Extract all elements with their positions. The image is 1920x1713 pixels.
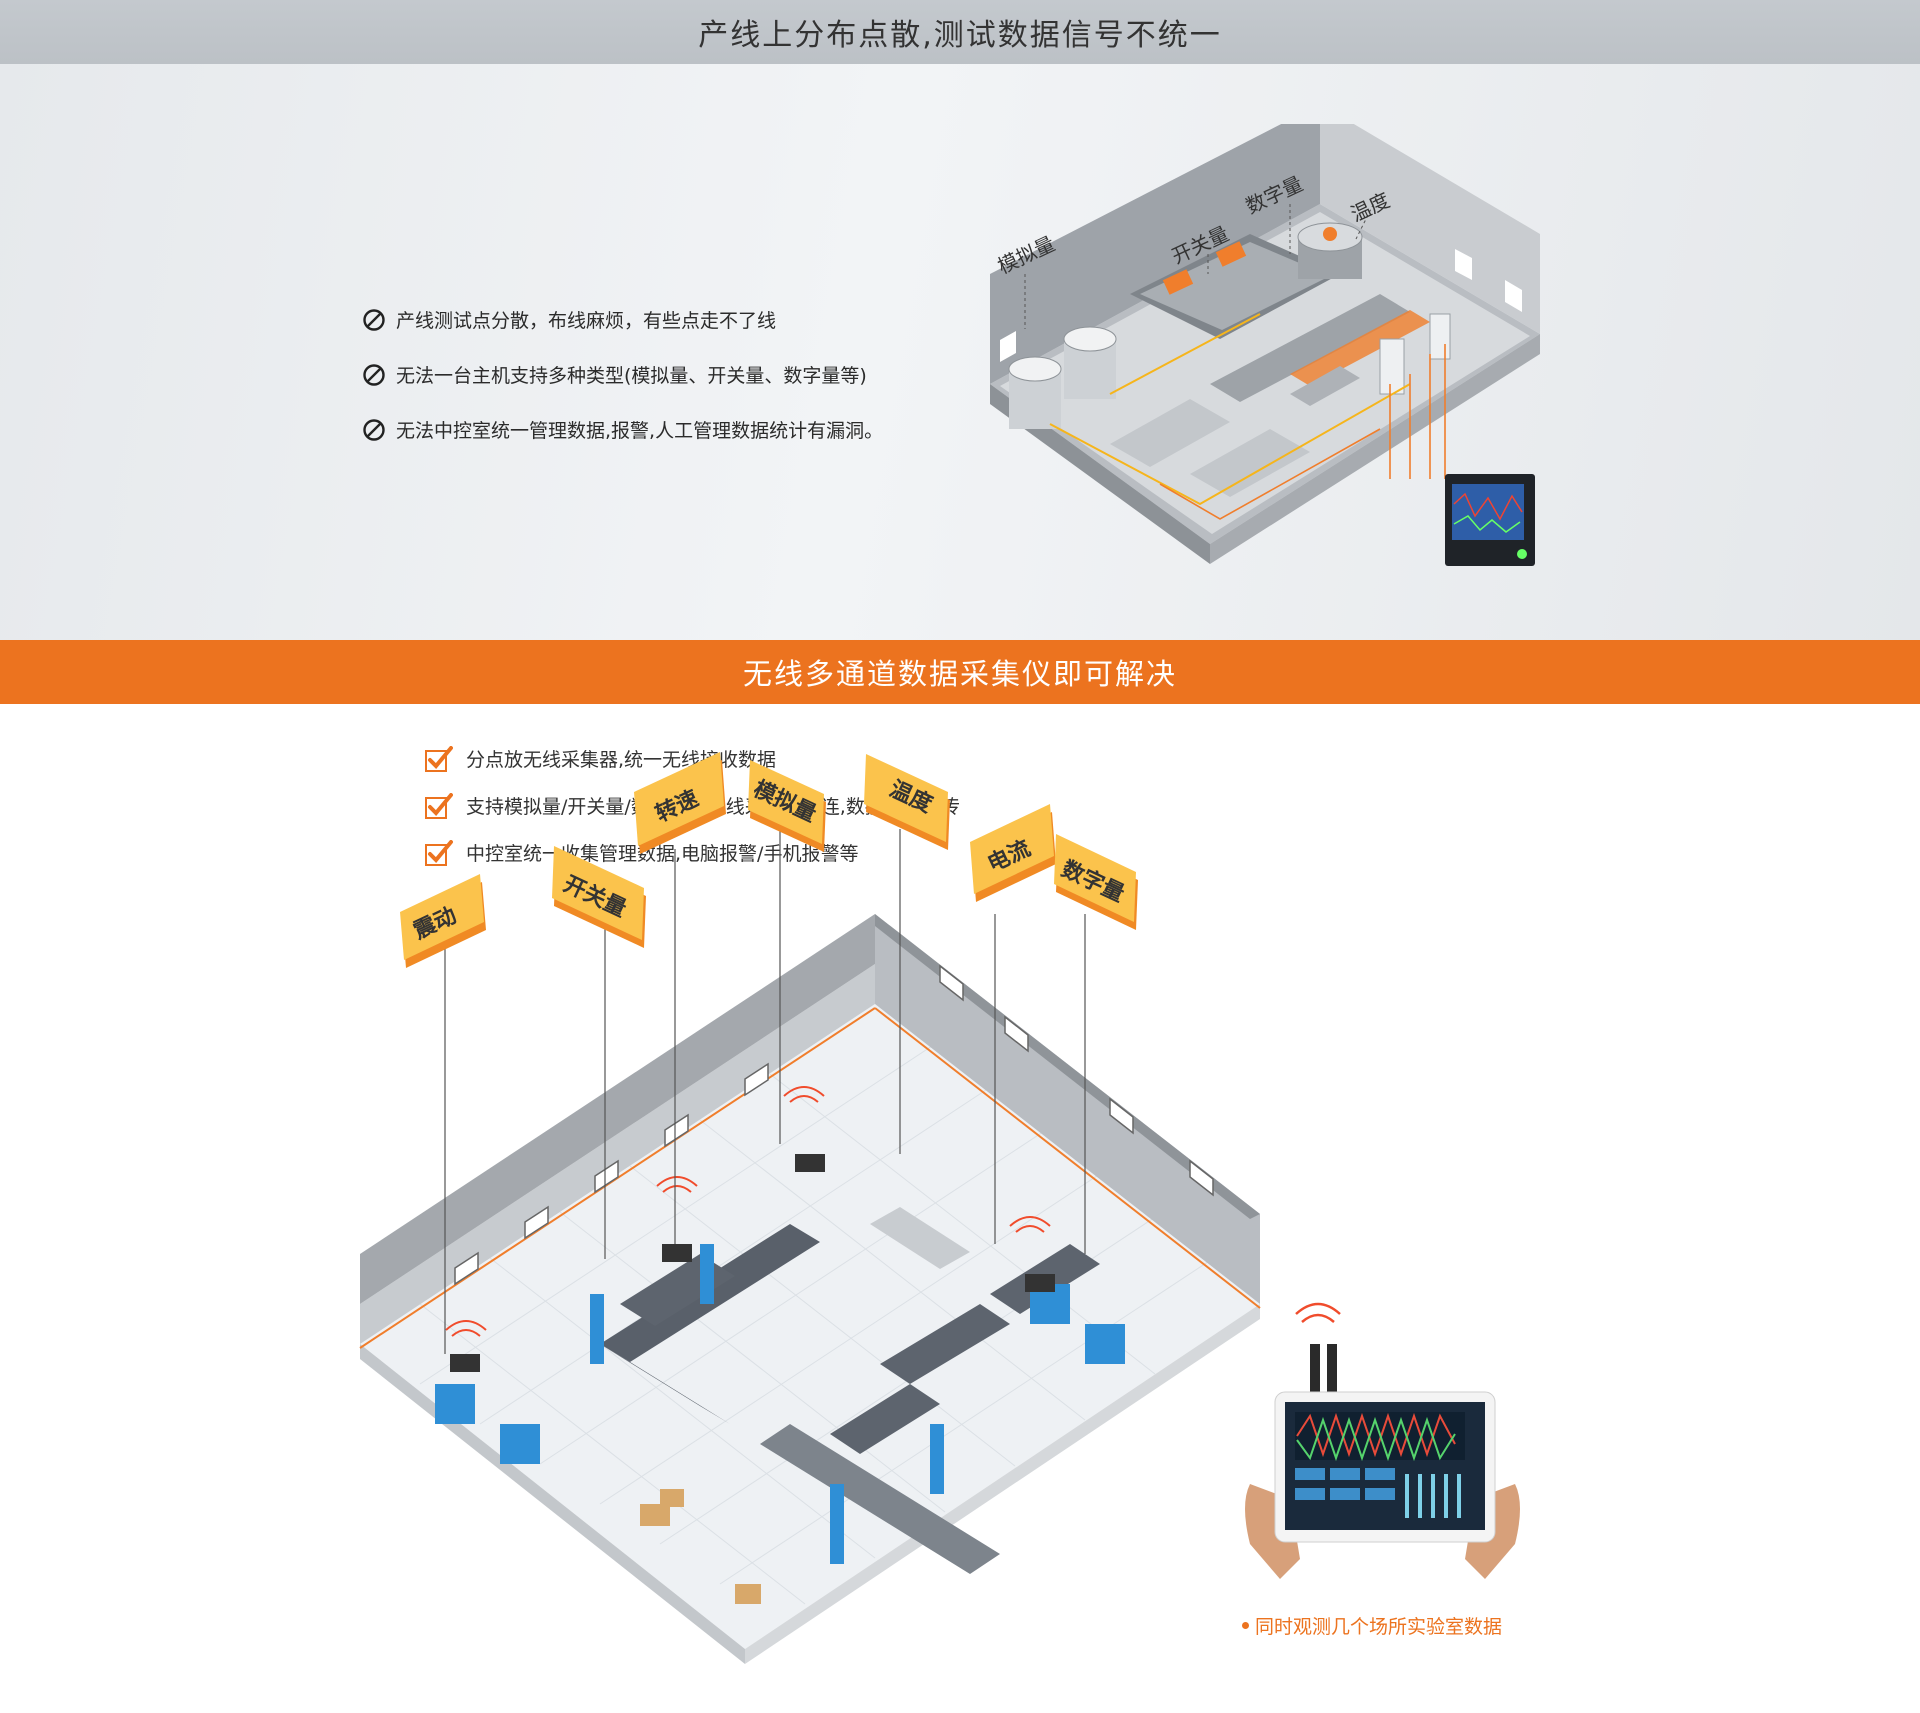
factory-floor bbox=[360, 1004, 1260, 1649]
tag-digital: 数字量 bbox=[1054, 834, 1138, 930]
bullet-dot-icon bbox=[1242, 1622, 1249, 1629]
wifi-icon bbox=[1295, 1302, 1341, 1323]
problem-text: 产线测试点分散，布线麻烦，有些点走不了线 bbox=[396, 310, 777, 332]
caption-text: 同时观测几个场所实验室数据 bbox=[1255, 1616, 1503, 1638]
section-title-solution: 无线多通道数据采集仪即可解决 bbox=[0, 640, 1920, 704]
tag-analog: 模拟量 bbox=[748, 760, 826, 852]
tag-current: 电流 bbox=[970, 804, 1056, 902]
tag-speed: 转速 bbox=[634, 752, 726, 854]
floor-grid bbox=[419, 1043, 1236, 1605]
factory-wall-left bbox=[360, 964, 875, 1344]
factory-illustration-wired: 模拟量 开关量 数字量 温度 bbox=[990, 124, 1540, 566]
problem-text: 无法中控室统一管理数据,报警,人工管理数据统计有漏洞。 bbox=[396, 420, 884, 442]
check-icon bbox=[425, 792, 453, 819]
check-icon bbox=[425, 839, 453, 866]
problem-item: 无法一台主机支持多种类型(模拟量、开关量、数字量等) bbox=[362, 347, 883, 402]
factory-windows bbox=[454, 964, 1214, 1286]
ban-icon bbox=[363, 363, 385, 386]
cargo-boxes bbox=[640, 1489, 761, 1604]
problem-text: 无法一台主机支持多种类型(模拟量、开关量、数字量等) bbox=[396, 365, 867, 387]
factory-wall-right bbox=[875, 914, 1260, 1304]
problem-item: 产线测试点分散，布线麻烦，有些点走不了线 bbox=[362, 292, 883, 347]
problem-list: 产线测试点分散，布线麻烦，有些点走不了线 无法一台主机支持多种类型(模拟量、开关… bbox=[362, 292, 883, 457]
section-title-problem-text: 产线上分布点散,测试数据信号不统一 bbox=[698, 18, 1222, 53]
tag-switch: 开关量 bbox=[552, 846, 646, 948]
section-title-solution-text: 无线多通道数据采集仪即可解决 bbox=[742, 657, 1177, 691]
cnc-machines bbox=[435, 1244, 1125, 1564]
tablet-device bbox=[1245, 1302, 1520, 1579]
section-title-problem: 产线上分布点散,测试数据信号不统一 bbox=[0, 0, 1920, 64]
factory-illustration-wireless: 震动 开关量 转速 模拟量 温度 电流 数字量 bbox=[359, 752, 1520, 1664]
tag-vibration: 震动 bbox=[400, 874, 486, 968]
tag-leaders bbox=[444, 824, 1086, 1354]
wifi-signal-icons bbox=[445, 1086, 1051, 1337]
tag-temp: 温度 bbox=[864, 754, 950, 850]
ban-icon bbox=[363, 418, 385, 441]
problem-item: 无法中控室统一管理数据,报警,人工管理数据统计有漏洞。 bbox=[362, 402, 883, 457]
wireless-receivers bbox=[450, 1154, 1055, 1372]
caption: 同时观测几个场所实验室数据 bbox=[1242, 1612, 1502, 1639]
ban-icon bbox=[363, 308, 385, 331]
check-icon bbox=[425, 745, 453, 772]
paperless-recorder bbox=[1445, 474, 1535, 566]
problem-section: 产线测试点分散，布线麻烦，有些点走不了线 无法一台主机支持多种类型(模拟量、开关… bbox=[0, 64, 1920, 640]
